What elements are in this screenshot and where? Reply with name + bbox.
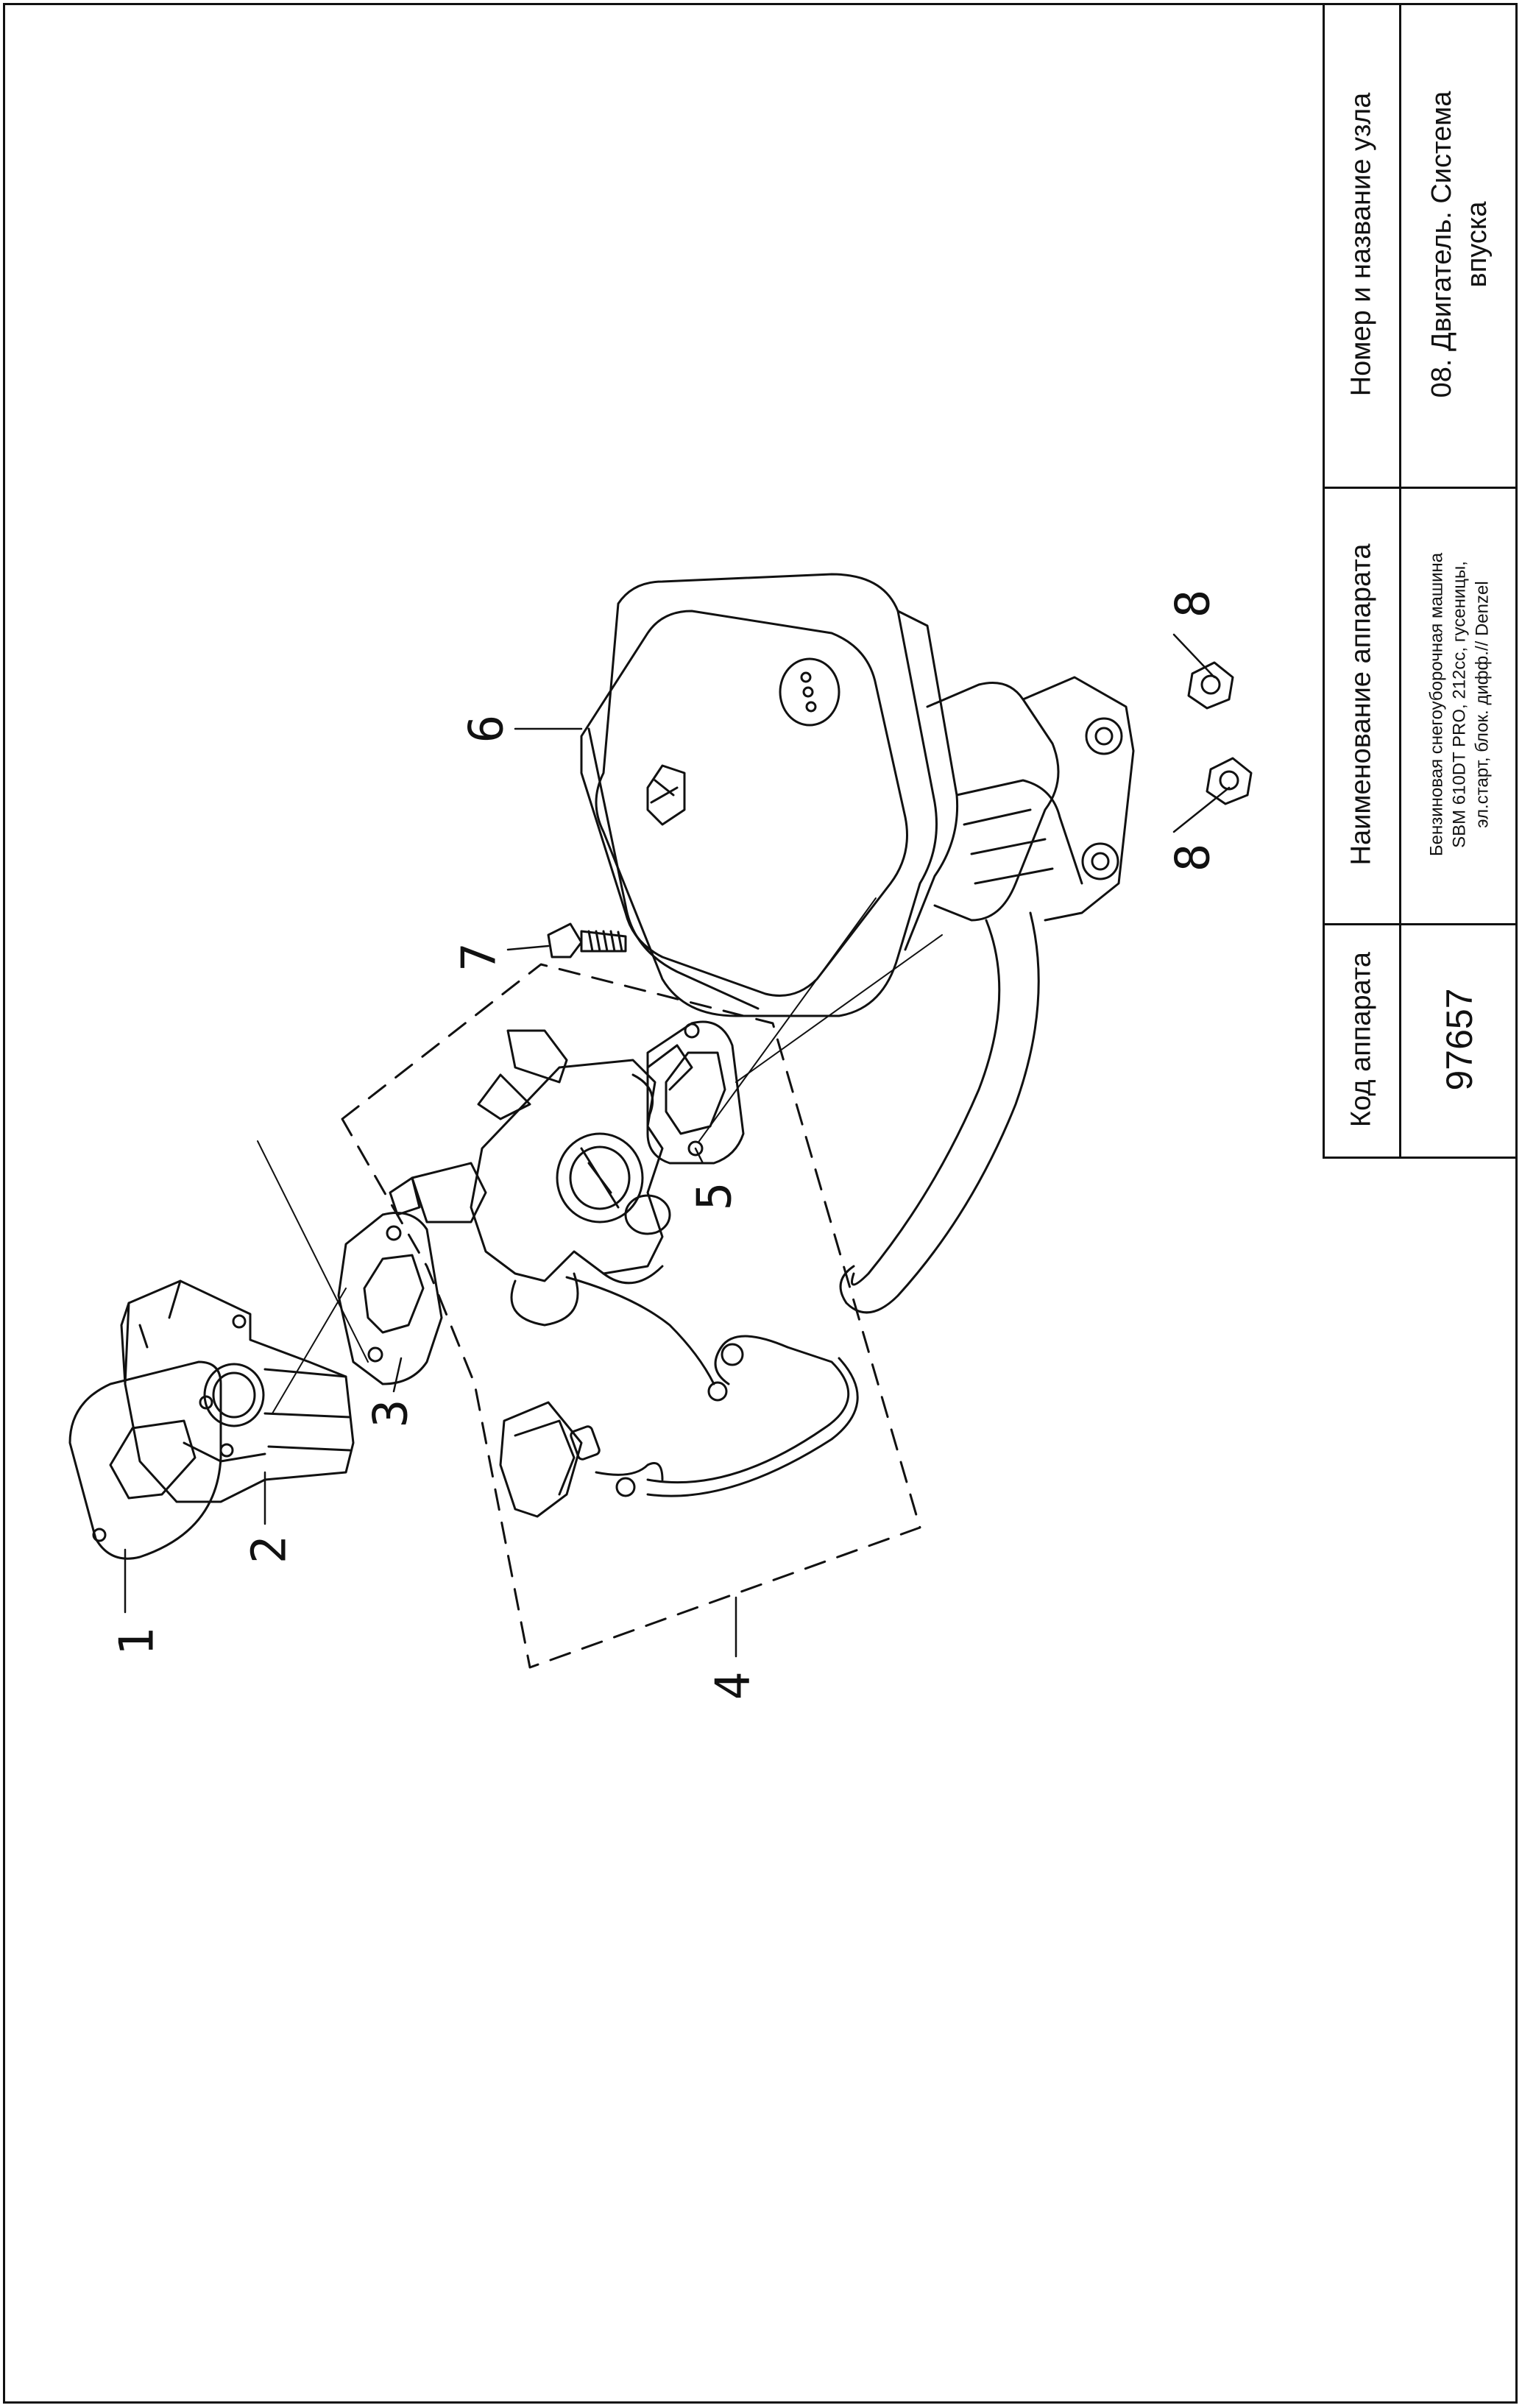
drawing-frame: [3, 3, 1518, 2404]
title-block-column-divider: [1399, 3, 1401, 1157]
header-name: Наименование аппарата: [1345, 543, 1377, 866]
value-name-line-1: Бензиновая снегоуборочная машина: [1426, 552, 1447, 857]
title-block-row-divider-2: [1325, 923, 1518, 925]
carburetor-assembly-group-box: [341, 963, 921, 1669]
part-1-gasket: [68, 1360, 222, 1560]
title-block-row-divider-1: [1325, 487, 1518, 489]
callout-8-bottom: 8: [1167, 844, 1221, 872]
value-node-line-2: впуска: [1462, 201, 1493, 288]
value-code: 97657: [1439, 988, 1480, 1091]
carburetor-body: [389, 1029, 693, 1327]
header-node: Номер и название узла: [1345, 92, 1377, 397]
value-name-line-3: эл.старт, блок. дифф.// Denzel: [1472, 581, 1493, 828]
callout-1: 1: [110, 1628, 165, 1656]
callout-leader-lines: [124, 633, 1231, 1658]
value-name-line-2: SBM 610DT PRO, 212cc, гусеницы,: [1449, 561, 1470, 848]
part-5-gasket: [646, 1020, 745, 1165]
value-node: 08. Двигатель. Система впуска: [1424, 38, 1495, 451]
callout-5: 5: [688, 1182, 743, 1211]
value-node-line-1: 08. Двигатель. Система: [1426, 91, 1457, 398]
part-6-air-filter-housing: [580, 573, 1135, 1017]
value-name: Бензиновая снегоуборочная машина SBM 610…: [1426, 498, 1494, 911]
title-block: Номер и название узла Наименование аппар…: [1323, 3, 1518, 1159]
callout-8-top: 8: [1167, 590, 1221, 618]
callout-2: 2: [243, 1536, 297, 1564]
callout-3: 3: [364, 1399, 419, 1428]
callout-6: 6: [460, 715, 514, 744]
callout-7: 7: [453, 943, 507, 972]
part-3-gasket: [337, 1212, 443, 1385]
part-7-bolt: [547, 922, 627, 958]
callout-4: 4: [707, 1672, 761, 1701]
header-code: Код аппарата: [1345, 951, 1377, 1128]
part-2-insulator: [120, 1279, 355, 1503]
part-8-nuts: [1187, 661, 1253, 805]
callout-labels: 1 2 3 4 5 6 7 8 8: [110, 590, 1221, 1701]
breather-tube: [839, 911, 1040, 1314]
primer-solenoid-with-wire: [499, 1276, 859, 1518]
